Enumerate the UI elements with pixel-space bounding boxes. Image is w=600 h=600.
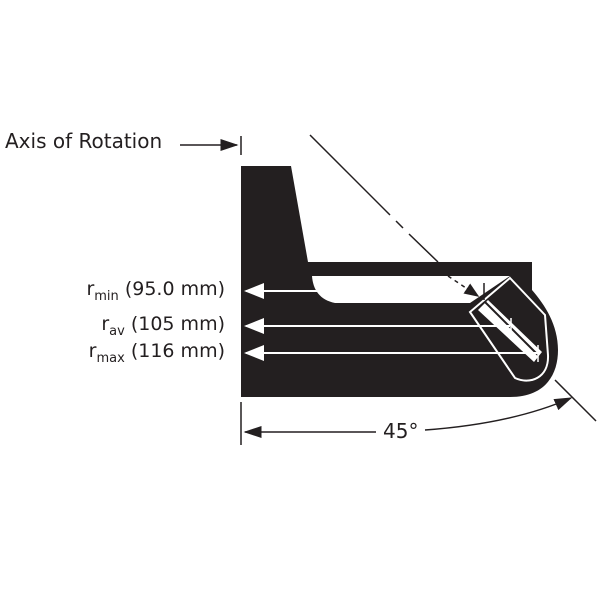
r-av-value: (105 mm) [130, 313, 225, 335]
r-max-subscript: max [96, 351, 125, 366]
angle-label: 45° [383, 419, 419, 443]
r-max-symbol: r [88, 340, 97, 362]
angle-reference-dashed [447, 275, 480, 297]
r-av-symbol: r [101, 313, 110, 335]
sample-tube-slot [468, 276, 550, 382]
sample-tube [478, 300, 542, 362]
r-min-value: (95.0 mm) [124, 278, 225, 300]
r-av-label: rav (105 mm) [101, 313, 225, 339]
r-min-subscript: min [94, 289, 119, 304]
r-max-value: (116 mm) [130, 340, 225, 362]
angle-reference-dash [395, 220, 404, 229]
axis-of-rotation-label: Axis of Rotation [5, 129, 163, 153]
r-min-label: rmin (95.0 mm) [86, 278, 225, 304]
angle-reference-line-lower [554, 379, 597, 422]
r-av-subscript: av [109, 324, 125, 339]
angle-reference-line-upper [309, 134, 391, 216]
r-max-label: rmax (116 mm) [89, 340, 225, 366]
angle-arc-right [424, 397, 573, 431]
rotor-cavity [312, 276, 510, 303]
angle-reference-line-mid [408, 233, 439, 263]
r-min-symbol: r [86, 278, 95, 300]
